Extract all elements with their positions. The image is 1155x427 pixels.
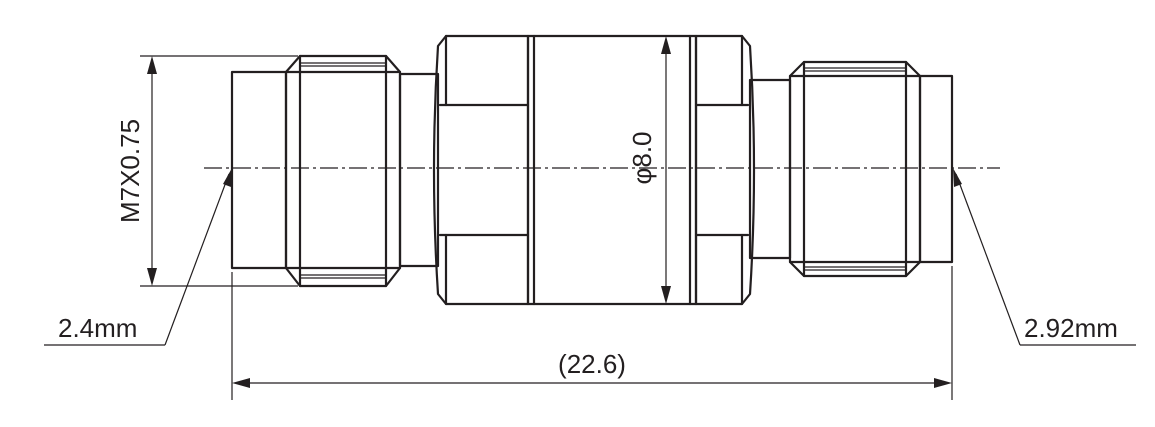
left-neck — [398, 72, 440, 268]
right-hex — [694, 34, 756, 306]
right-plug — [918, 74, 954, 264]
diameter-label: φ8.0 — [627, 131, 657, 184]
right-connector-leader — [953, 168, 1136, 346]
right-connector-label: 2.92mm — [1024, 313, 1118, 343]
diameter-dimension — [661, 36, 671, 304]
right-neck — [748, 78, 792, 260]
center-body — [526, 34, 698, 306]
left-connector-label: 2.4mm — [58, 313, 137, 343]
thread-dimension — [140, 55, 298, 287]
thread-label: M7X0.75 — [115, 119, 145, 223]
length-label: (22.6) — [558, 349, 626, 379]
length-dimension — [231, 266, 953, 400]
left-hex — [432, 34, 530, 306]
left-connector-leader — [44, 168, 232, 346]
right-coupling-nut — [788, 60, 922, 278]
left-coupling-nut — [284, 54, 402, 288]
left-plug — [230, 70, 288, 270]
